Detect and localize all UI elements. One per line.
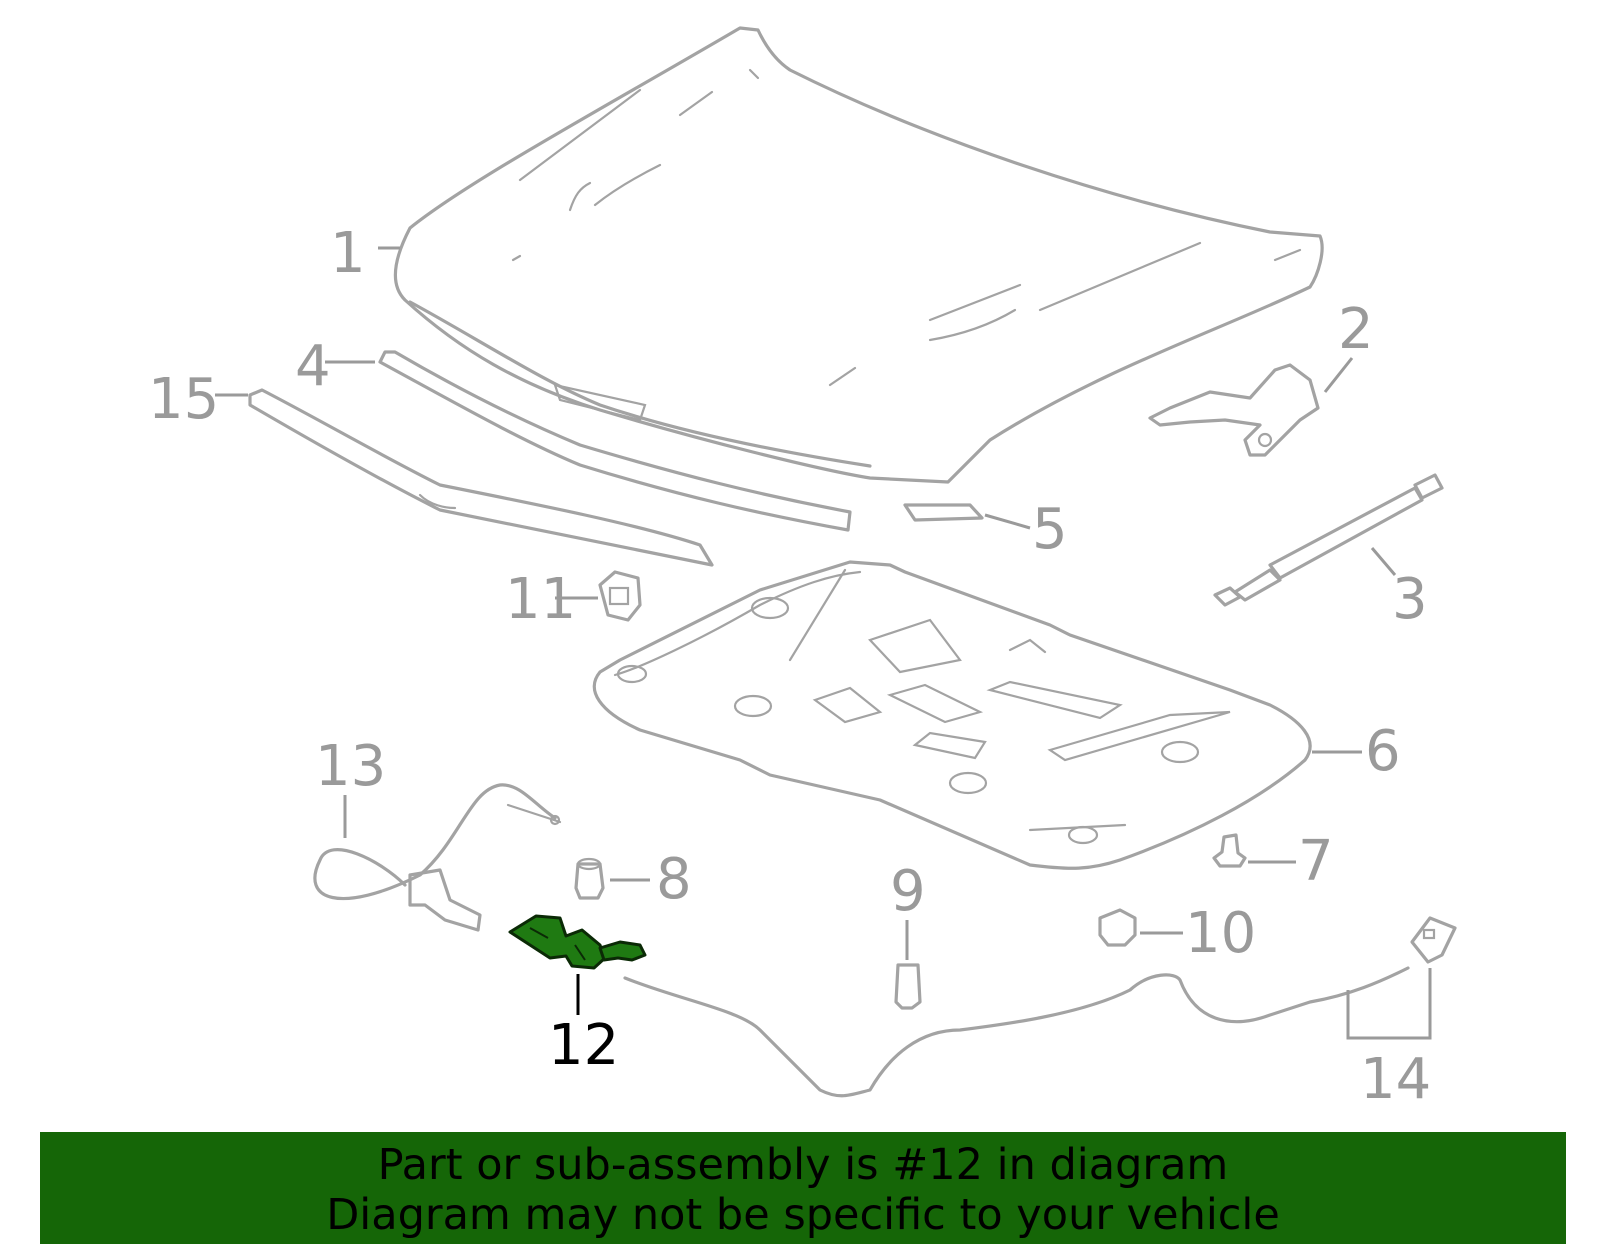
callout-14: 14: [1360, 1047, 1431, 1112]
leader-5: [984, 513, 1031, 530]
callout-13: 13: [315, 734, 386, 799]
callout-2: 2: [1338, 297, 1374, 362]
leader-14: [1346, 968, 1432, 1040]
part-6-insulator[interactable]: [592, 560, 1312, 870]
leader-2: [1323, 357, 1354, 393]
part-14-cable[interactable]: [623, 916, 1457, 1098]
callout-11: 11: [505, 567, 576, 632]
part-12-latch[interactable]: [508, 914, 647, 970]
banner-line-2: Diagram may not be specific to your vehi…: [326, 1190, 1280, 1240]
callout-7: 7: [1298, 829, 1334, 894]
banner-line-1: Part or sub-assembly is #12 in diagram: [377, 1140, 1229, 1190]
callout-9: 9: [890, 859, 926, 924]
part-9-grommet[interactable]: [894, 963, 922, 1010]
leader-3: [1370, 547, 1397, 576]
part-11-bumper[interactable]: [598, 570, 642, 622]
part-2-hinge[interactable]: [1148, 363, 1320, 457]
leader-lines: [215, 246, 1432, 1040]
part-3-strut[interactable]: [1213, 473, 1444, 607]
part-8-stop[interactable]: [574, 857, 605, 900]
part-13-release-cable[interactable]: [313, 783, 562, 932]
callout-8: 8: [656, 847, 692, 912]
callout-5: 5: [1032, 497, 1068, 562]
callout-15: 15: [148, 367, 219, 432]
part-10-retainer[interactable]: [1098, 908, 1137, 947]
callout-1: 1: [330, 221, 366, 286]
part-1-hood[interactable]: [393, 26, 1324, 484]
callout-12: 12: [548, 1013, 619, 1078]
callout-3: 3: [1392, 567, 1428, 632]
callout-10: 10: [1185, 901, 1256, 966]
part-15-molding[interactable]: [248, 388, 714, 567]
callout-labels: 1 2 3 4 5 6 7 8 9 10 11 12 13 14 15: [148, 221, 1431, 1112]
callout-4: 4: [295, 334, 331, 399]
part-4-seal[interactable]: [378, 350, 852, 532]
part-5-clip[interactable]: [903, 503, 984, 522]
callout-6: 6: [1365, 719, 1401, 784]
part-7-clip[interactable]: [1212, 833, 1247, 868]
info-banner: Part or sub-assembly is #12 in diagram D…: [40, 1132, 1566, 1244]
